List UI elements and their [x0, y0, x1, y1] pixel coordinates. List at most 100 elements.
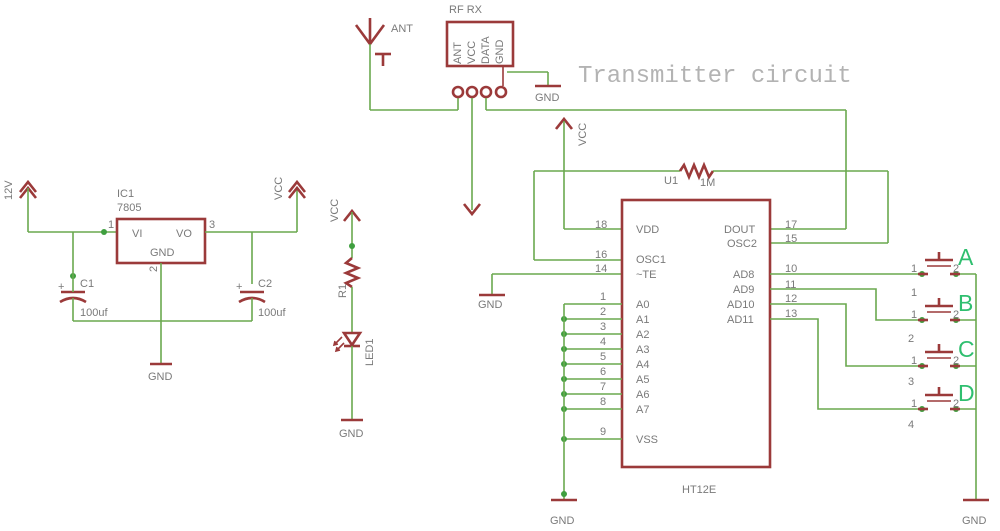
pin-label: VSS — [636, 434, 658, 446]
led1-symbol — [341, 331, 363, 348]
rf-pin-gnd — [494, 85, 508, 99]
pin-number: 4 — [600, 336, 606, 348]
rf-pin-vcc — [465, 85, 479, 99]
wire — [770, 318, 922, 410]
osc-resistor-ref: U1 — [664, 175, 678, 187]
rf-pin-ant — [451, 85, 465, 99]
switch-b-label: B — [958, 290, 973, 316]
c1-ref: C1 — [80, 278, 94, 290]
rf-pin-label: GND — [494, 40, 506, 65]
pin-label: ~TE — [636, 269, 656, 281]
pin-label: OSC2 — [727, 238, 757, 250]
gnd-reg-label: GND — [148, 371, 173, 383]
pin-number: 2 — [600, 306, 606, 318]
pin-label: VDD — [636, 224, 659, 236]
chip-name: HT12E — [682, 484, 716, 496]
pin-number: 13 — [785, 308, 797, 320]
rf-pin-data — [479, 85, 493, 99]
regulator-gnd: GND — [150, 247, 175, 259]
switch-pin: 1 — [911, 355, 917, 367]
vcc-c-symbol — [554, 116, 574, 130]
pin-label: A7 — [636, 404, 649, 416]
c2-plus: + — [236, 281, 242, 293]
gnd-rx-label: GND — [535, 92, 560, 104]
junction — [561, 491, 567, 497]
regulator-pin2: 2 — [148, 266, 160, 272]
pin-number: 16 — [595, 249, 607, 261]
r1-resistor — [342, 257, 362, 289]
pin-label: A1 — [636, 314, 649, 326]
pin-number: 7 — [600, 381, 606, 393]
switch-pin: 4 — [908, 419, 914, 431]
vcc-b-label: VCC — [329, 199, 341, 222]
pin-label: A5 — [636, 374, 649, 386]
switch-pin: 1 — [911, 398, 917, 410]
pin-number: 5 — [600, 351, 606, 363]
switches — [918, 252, 960, 412]
regulator-part: 7805 — [117, 202, 141, 214]
osc-resistor — [678, 161, 715, 181]
pin-label: AD9 — [733, 284, 754, 296]
switch-pin: 2 — [953, 263, 959, 275]
regulator-vi: VI — [132, 228, 142, 240]
pin-number: 10 — [785, 263, 797, 275]
pin-number: 14 — [595, 263, 607, 275]
led-light-icon — [332, 336, 345, 353]
pin-number: 11 — [785, 279, 796, 291]
pin-number: 1 — [600, 291, 606, 303]
regulator-pin3: 3 — [209, 219, 215, 231]
c1-plus: + — [58, 281, 64, 293]
ht12e-chip: VCC GND HT12E VDD 18 OSC1 16 ~TE 14 1A02… — [478, 116, 797, 527]
switch-c-label: C — [958, 336, 975, 362]
vcc-a-label: VCC — [273, 177, 285, 200]
regulator-ref: IC1 — [117, 188, 134, 200]
osc-resistor-value: 1M — [700, 177, 715, 189]
switch-a-label: A — [958, 244, 974, 270]
r1-ref: R1 — [337, 284, 349, 298]
pin-label: OSC1 — [636, 254, 666, 266]
pin-number: 17 — [785, 219, 797, 231]
switch-d-label: D — [958, 380, 975, 406]
vcc-a-symbol — [287, 179, 307, 199]
supply-12v-label: 12V — [3, 180, 15, 200]
switch-pin: 2 — [953, 398, 959, 410]
antenna-label: ANT — [391, 23, 413, 35]
pin-number: 9 — [600, 426, 606, 438]
pin-label: A3 — [636, 344, 649, 356]
pin-number: 15 — [785, 233, 797, 245]
rf-pin-label: ANT — [452, 42, 464, 64]
switch-pin: 3 — [908, 376, 914, 388]
junction — [101, 229, 107, 235]
pin-number: 8 — [600, 396, 606, 408]
vcc-b-symbol — [342, 208, 362, 222]
rf-module-name: RF RX — [449, 4, 483, 16]
rf-section: ANT RF RX ANT VCC DATA GND GND — [354, 4, 847, 230]
c1-value: 100uf — [80, 307, 108, 319]
switch-pin: 2 — [953, 309, 959, 321]
pin-label: DOUT — [724, 224, 755, 236]
pin-number: 12 — [785, 293, 797, 305]
switch-section: GND A 1 2 B 1 1 2 C 2 1 2 D 3 1 2 4 — [770, 244, 989, 527]
power-supply-section: 12V IC1 7805 VI VO GND 1 3 2 VCC + C1 10… — [3, 177, 307, 383]
diagram-title: Transmitter circuit — [578, 63, 852, 90]
pin-number: 6 — [600, 366, 606, 378]
gnd-led-label: GND — [339, 428, 364, 440]
wire — [770, 288, 922, 321]
gnd-te-label: GND — [478, 299, 503, 311]
switch-pin: 2 — [908, 333, 914, 345]
rf-module-body — [445, 20, 515, 68]
pin-label: AD10 — [727, 299, 755, 311]
vcc-c-label: VCC — [577, 123, 589, 146]
switch-pin: 1 — [911, 287, 917, 299]
junction — [349, 243, 355, 249]
pin-number: 18 — [595, 219, 607, 231]
osc-section: U1 1M — [533, 161, 889, 261]
gnd-switch-label: GND — [962, 515, 987, 527]
c2-value: 100uf — [258, 307, 286, 319]
pin-label: A6 — [636, 389, 649, 401]
pin-label: AD8 — [733, 269, 754, 281]
antenna-icon — [354, 18, 386, 47]
switch-pin: 1 — [911, 263, 917, 275]
